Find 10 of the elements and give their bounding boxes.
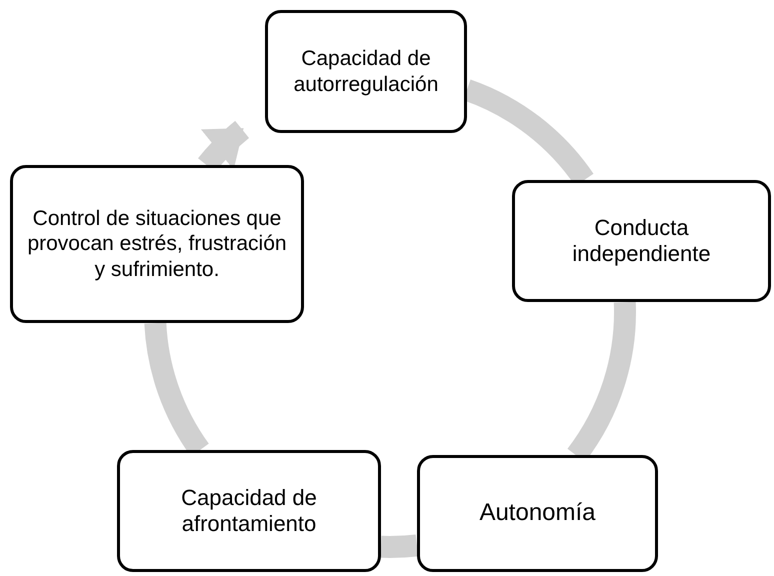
box-label: Control de situaciones que provocan estrés, frustración y sufrimiento. xyxy=(26,206,288,282)
box-label: Autonomía xyxy=(479,499,596,528)
rounded-box xyxy=(417,455,658,572)
rounded-box xyxy=(265,10,467,133)
rounded-box xyxy=(10,165,304,323)
rounded-box xyxy=(117,450,381,572)
rounded-box xyxy=(512,180,771,302)
box-label: Capacidad de afrontamiento xyxy=(180,484,318,538)
box-label: Capacidad de autorregulación xyxy=(292,46,440,97)
box-label: Conducta independiente xyxy=(571,214,712,268)
